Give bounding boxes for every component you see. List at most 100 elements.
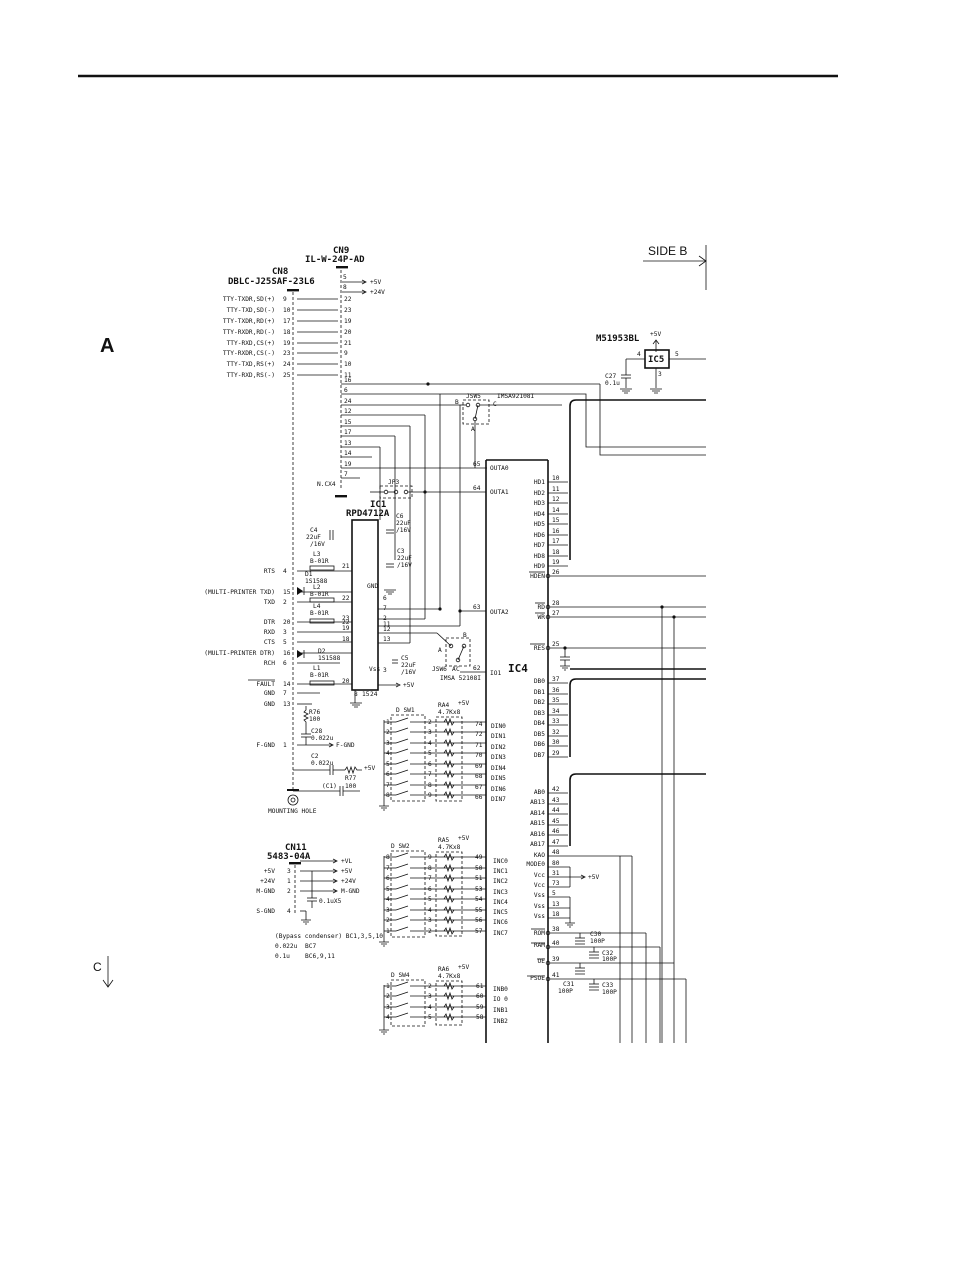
svg-text:1S1588: 1S1588 [305, 578, 328, 585]
svg-text:15: 15 [552, 517, 560, 524]
svg-text:DB2: DB2 [534, 699, 545, 706]
svg-text:+5V: +5V [341, 868, 352, 875]
svg-text:DIN7: DIN7 [491, 796, 506, 803]
svg-text:70: 70 [475, 752, 483, 759]
svg-text:0.022u: 0.022u [311, 735, 334, 742]
svg-text:6: 6 [386, 875, 390, 882]
svg-text:C28: C28 [311, 728, 322, 735]
svg-text:3: 3 [428, 917, 432, 924]
svg-text:2: 2 [383, 615, 387, 622]
svg-text:DB4: DB4 [534, 720, 545, 727]
svg-text:69: 69 [475, 763, 483, 770]
svg-text:TTY-TXD,RS(+): TTY-TXD,RS(+) [227, 361, 275, 368]
svg-text:13: 13 [344, 440, 352, 447]
svg-text:39: 39 [552, 956, 560, 963]
svg-text:22uF: 22uF [397, 555, 412, 562]
svg-text:F-GND: F-GND [256, 742, 275, 749]
svg-text:DB3: DB3 [534, 710, 545, 717]
svg-text:60: 60 [476, 993, 484, 1000]
section-marker-a: A [100, 335, 114, 357]
svg-text:7: 7 [383, 605, 387, 612]
svg-text:C: C [456, 666, 460, 673]
cn9-power-pins: 5 +5V 8 +24V [342, 274, 385, 296]
cn9-extra-pins: 16 6 24 12 15 17 13 14 19 7 N.CX4 [317, 377, 600, 488]
svg-text:INB1: INB1 [493, 1007, 508, 1014]
svg-text:13: 13 [283, 701, 291, 708]
svg-text:55: 55 [475, 907, 483, 914]
svg-text:5: 5 [552, 890, 556, 897]
svg-text:INC2: INC2 [493, 878, 508, 885]
svg-text:18: 18 [552, 549, 560, 556]
svg-text:AB13: AB13 [530, 799, 545, 806]
svg-text:14: 14 [344, 450, 352, 457]
svg-text:19: 19 [344, 318, 352, 325]
ic4-outputs: 65 OUTA0 64 OUTA1 63 OUTA2 62 IO1 [473, 461, 509, 677]
svg-text:D SW2: D SW2 [391, 843, 410, 850]
svg-text:3: 3 [428, 993, 432, 1000]
svg-text:4: 4 [386, 896, 390, 903]
svg-text:DIN5: DIN5 [491, 775, 506, 782]
svg-text:100P: 100P [602, 989, 617, 996]
svg-text:(MULTI-PRINTER DTR): (MULTI-PRINTER DTR) [204, 650, 275, 657]
svg-text:A: A [471, 426, 475, 433]
svg-text:DIN4: DIN4 [491, 765, 506, 772]
svg-text:26: 26 [552, 569, 560, 576]
svg-text:+5V: +5V [458, 700, 469, 707]
svg-text:11: 11 [383, 621, 391, 628]
c-marker: C [93, 956, 114, 988]
svg-text:14: 14 [283, 681, 291, 688]
svg-text:Vss: Vss [369, 666, 380, 673]
svg-text:N.CX4: N.CX4 [317, 481, 336, 488]
svg-text:+5V: +5V [364, 765, 375, 772]
svg-text:1: 1 [283, 742, 287, 749]
svg-text:47: 47 [552, 839, 560, 846]
svg-text:4: 4 [386, 1014, 390, 1021]
svg-text:22: 22 [342, 619, 350, 626]
svg-text:TTY-TXD,SD(-): TTY-TXD,SD(-) [227, 307, 275, 314]
svg-text:8: 8 [428, 782, 432, 789]
svg-text:9: 9 [428, 854, 432, 861]
svg-text:16: 16 [344, 377, 352, 384]
svg-text:4.7Kx8: 4.7Kx8 [438, 709, 461, 716]
svg-text:MOUNTING HOLE: MOUNTING HOLE [268, 808, 317, 815]
svg-text:22uF: 22uF [401, 662, 416, 669]
svg-text:53: 53 [475, 886, 483, 893]
svg-text:C: C [493, 401, 497, 408]
svg-text:JP3: JP3 [388, 479, 399, 486]
svg-text:INC0: INC0 [493, 858, 508, 865]
svg-text:DB7: DB7 [534, 752, 545, 759]
svg-text:20: 20 [283, 619, 291, 626]
svg-text:R77: R77 [345, 775, 356, 782]
svg-text:51: 51 [475, 875, 483, 882]
svg-text:+24V: +24V [370, 289, 385, 296]
svg-text:12: 12 [344, 408, 352, 415]
svg-text:DB5: DB5 [534, 731, 545, 738]
svg-text:46: 46 [552, 828, 560, 835]
svg-text:3: 3 [287, 868, 291, 875]
svg-text:11: 11 [552, 486, 560, 493]
svg-text:Vss: Vss [534, 903, 545, 910]
svg-text:C3: C3 [397, 548, 405, 555]
svg-text:19: 19 [342, 625, 350, 632]
svg-text:13: 13 [383, 636, 391, 643]
svg-text:8: 8 [386, 854, 390, 861]
svg-text:BC7: BC7 [305, 943, 316, 950]
dsw1-switch: D SW1 RA4 4.7Kx8 +5V [379, 700, 469, 811]
svg-text:0.1uX5: 0.1uX5 [319, 898, 342, 905]
svg-text:2: 2 [386, 993, 390, 1000]
svg-text:AB14: AB14 [530, 810, 545, 817]
svg-text:B-01R: B-01R [310, 610, 329, 617]
svg-text:38: 38 [552, 926, 560, 933]
svg-text:TTY-RXD,CS(+): TTY-RXD,CS(+) [227, 340, 275, 347]
svg-text:63: 63 [473, 604, 481, 611]
svg-text:(Bypass condenser) BC1,3,5,10: (Bypass condenser) BC1,3,5,10 [275, 933, 383, 940]
svg-text:7: 7 [428, 875, 432, 882]
trace-cn9-16 [599, 384, 706, 456]
svg-text:8: 8 [343, 284, 347, 291]
svg-text:AB0: AB0 [534, 789, 545, 796]
ic4-power-pins: MODE0 80 Vcc 31 +5V Vcc 73 Vss 5 Vss 13 … [526, 860, 599, 928]
svg-text:5: 5 [428, 750, 432, 757]
svg-text:1: 1 [386, 928, 390, 935]
svg-text:IMSA 52108I: IMSA 52108I [440, 675, 481, 682]
